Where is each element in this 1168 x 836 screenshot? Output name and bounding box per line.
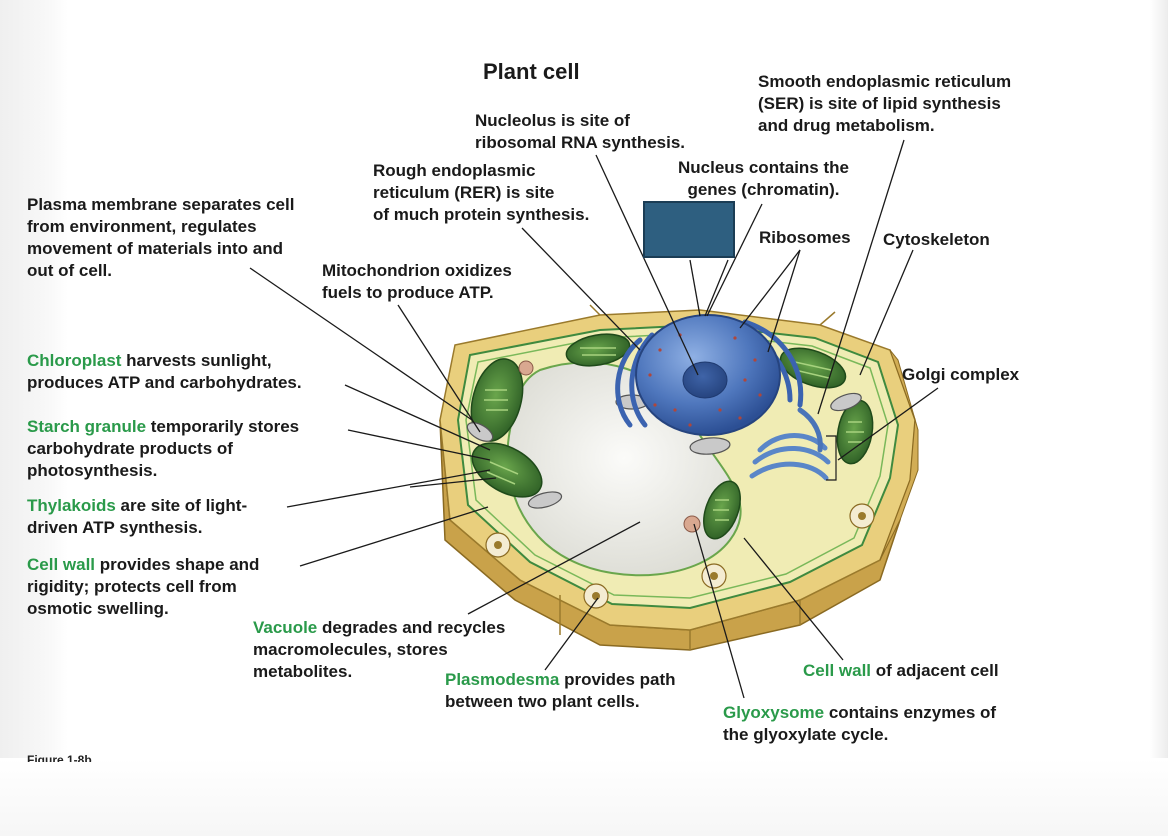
leader-nucleus xyxy=(706,203,763,317)
mitochondria xyxy=(466,392,862,509)
leader-starch xyxy=(347,429,491,461)
leader-thylakoids-1 xyxy=(286,469,491,508)
leader-cell-wall xyxy=(299,506,489,567)
golgi-bracket xyxy=(826,435,837,481)
label-cell-wall-adjacent: Cell wall of adjacent cell xyxy=(803,661,999,680)
nucleolus-shape xyxy=(682,361,728,399)
label-rough-er: Rough endoplasmic reticulum (RER) is sit… xyxy=(373,161,590,224)
label-starch-granule: Starch granule temporarily stores carboh… xyxy=(27,417,300,480)
page-bottom-shade xyxy=(0,758,1168,836)
diagram-title: Plant cell xyxy=(483,59,580,84)
rough-er xyxy=(615,319,804,428)
leader-rer xyxy=(521,227,641,351)
label-mitochondrion: Mitochondrion oxidizes fuels to produce … xyxy=(322,261,512,302)
label-ribosomes: Ribosomes xyxy=(759,228,851,247)
mitochondrion-shape xyxy=(689,437,731,455)
leader-box-2 xyxy=(704,259,729,317)
leader-glyoxysome xyxy=(693,523,745,699)
leader-mitochondrion xyxy=(397,304,481,433)
label-golgi-complex: Golgi complex xyxy=(902,365,1020,384)
cell-wall-right-edge xyxy=(879,349,919,561)
label-chloroplast: Chloroplast harvests sunlight, produces … xyxy=(27,351,302,392)
mitochondrion-shape xyxy=(527,491,563,509)
label-thylakoids: Thylakoids are site of light- driven ATP… xyxy=(27,496,248,537)
leader-nucleolus xyxy=(595,154,699,376)
leader-ribosomes-1 xyxy=(739,249,801,329)
chloroplasts xyxy=(470,333,874,540)
label-cover-box xyxy=(643,201,735,258)
leader-ser xyxy=(817,139,905,415)
label-cell-wall: Cell wall provides shape and rigidity; p… xyxy=(27,555,260,618)
label-nucleolus: Nucleolus is site of ribosomal RNA synth… xyxy=(475,111,686,152)
leader-ribosomes-2 xyxy=(767,249,801,353)
mitochondrion-shape xyxy=(830,392,862,412)
label-cytoskeleton: Cytoskeleton xyxy=(883,230,990,249)
label-vacuole: Vacuole degrades and recycles macromolec… xyxy=(253,618,506,681)
leader-golgi xyxy=(837,387,939,461)
leader-plasma-membrane xyxy=(249,267,473,421)
chloroplast-shape xyxy=(565,333,631,367)
leader-lines xyxy=(249,139,939,699)
label-plasma-membrane: Plasma membrane separates cell from envi… xyxy=(27,195,295,280)
golgi-complex xyxy=(749,407,831,481)
plasmodesmata xyxy=(485,503,875,609)
glyoxysome-shape xyxy=(683,515,701,533)
leader-vacuole xyxy=(467,521,641,615)
page-left-shade xyxy=(0,0,68,836)
label-plasmodesma: Plasmodesma provides path between two pl… xyxy=(445,670,676,711)
leader-thylakoids-2 xyxy=(409,477,497,488)
leader-box-1 xyxy=(689,259,701,317)
figure-caption: Figure 1-8b xyxy=(27,753,92,762)
organelle-small xyxy=(518,360,534,376)
label-glyoxysome: Glyoxysome contains enzymes of the glyox… xyxy=(723,703,997,744)
label-nucleus: Nucleus contains the genes (chromatin). xyxy=(678,158,849,199)
leader-plasmodesma xyxy=(544,597,599,671)
leader-cell-wall-adjacent xyxy=(743,537,844,661)
leader-chloroplast xyxy=(344,384,491,451)
leader-cytoskeleton xyxy=(859,249,914,376)
page-right-shade xyxy=(1150,0,1168,836)
label-smooth-er: Smooth endoplasmic reticulum (SER) is si… xyxy=(758,72,1012,135)
